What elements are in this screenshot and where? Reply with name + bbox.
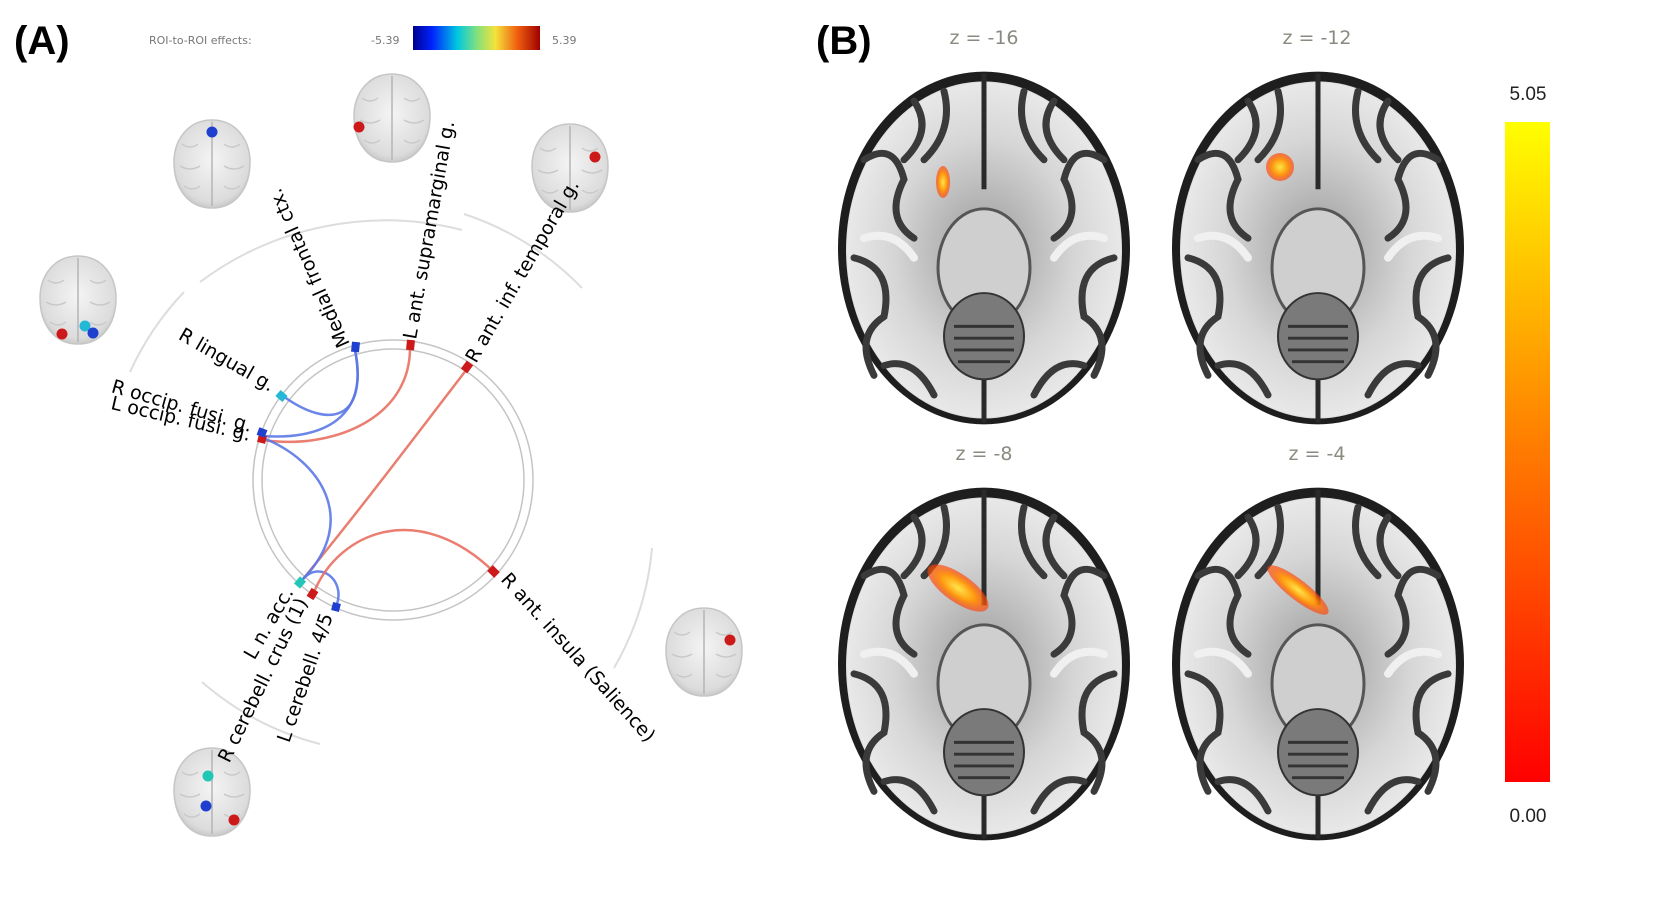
colorbar-min-label: 0.00 xyxy=(1510,806,1547,827)
edge-occip-fusi-supramarginal xyxy=(261,346,412,444)
connectome-ring xyxy=(252,339,534,621)
edge-crus-insula xyxy=(312,528,496,594)
edge-inf-temporal-nacc xyxy=(301,367,469,581)
roi-effects-label: ROI-to-ROI effects: xyxy=(149,34,252,47)
brain-icon-l-supramarginal xyxy=(353,73,431,163)
slice-title-z-16: z = -16 xyxy=(949,27,1018,49)
colorbar-max-label: 5.05 xyxy=(1510,84,1547,105)
hot-colorbar xyxy=(1505,122,1550,782)
scale-max-label: 5.39 xyxy=(552,34,577,47)
edge-occip-fusi-medial-frontal xyxy=(261,348,359,438)
roi-marker-l-occip-fusi xyxy=(256,427,268,438)
slice-title-z-8: z = -8 xyxy=(956,443,1013,465)
brain-icon-occipital xyxy=(39,255,117,345)
network-brackets xyxy=(129,213,653,745)
slice-z-16: z = -16 xyxy=(838,27,1130,424)
connectivity-colorbar: ROI-to-ROI effects: -5.39 5.39 xyxy=(149,26,577,50)
roi-marker-r-lingual xyxy=(275,389,288,403)
brain-icon-medial-frontal xyxy=(173,119,251,209)
roi-marker-l-nacc xyxy=(293,576,307,589)
roi-label-r-insula: R ant. insula (Salience) xyxy=(496,569,659,747)
slice-title-z-12: z = -12 xyxy=(1282,27,1351,49)
slice-z-4: z = -4 xyxy=(1172,443,1464,840)
roi-marker-r-occip-fusi xyxy=(257,434,267,444)
roi-marker-r-crus xyxy=(306,587,319,601)
activation-colorbar: 5.05 0.00 xyxy=(1505,84,1550,827)
brain-icons xyxy=(39,73,743,837)
slice-z-8: z = -8 xyxy=(838,443,1130,840)
roi-markers xyxy=(256,339,500,612)
brain-icon-r-insula xyxy=(665,607,743,697)
connections xyxy=(261,346,496,606)
activation-blob xyxy=(1266,153,1294,181)
panel-a-label: (A) xyxy=(14,19,70,63)
slice-title-z-4: z = -4 xyxy=(1289,443,1346,465)
edge-occip-fusi-nacc xyxy=(261,436,332,581)
activation-blob xyxy=(936,166,950,198)
roi-marker-r-insula xyxy=(487,565,500,578)
roi-labels: Medial frontal ctx. L ant. supramarginal… xyxy=(109,119,660,766)
roi-marker-r-inf-temporal xyxy=(460,360,474,374)
roi-marker-l-cerebell45 xyxy=(331,602,341,612)
edge-nacc-cerebell45 xyxy=(301,570,340,606)
activation-blob xyxy=(927,564,989,612)
scale-min-label: -5.39 xyxy=(371,34,399,47)
panel-b-label: (B) xyxy=(816,19,872,63)
slice-z-12: z = -12 xyxy=(1172,27,1464,424)
jet-colorbar xyxy=(413,26,540,50)
roi-marker-l-supramarginal xyxy=(406,339,415,351)
roi-marker-medial-frontal xyxy=(351,341,360,353)
roi-label-medial-frontal: Medial frontal ctx. xyxy=(265,185,355,351)
activation-blob xyxy=(1267,565,1329,615)
roi-label-r-lingual: R lingual g. xyxy=(175,324,279,397)
brain-icon-cerebellum xyxy=(173,747,251,837)
brain-icon-r-inf-temporal xyxy=(531,123,609,213)
